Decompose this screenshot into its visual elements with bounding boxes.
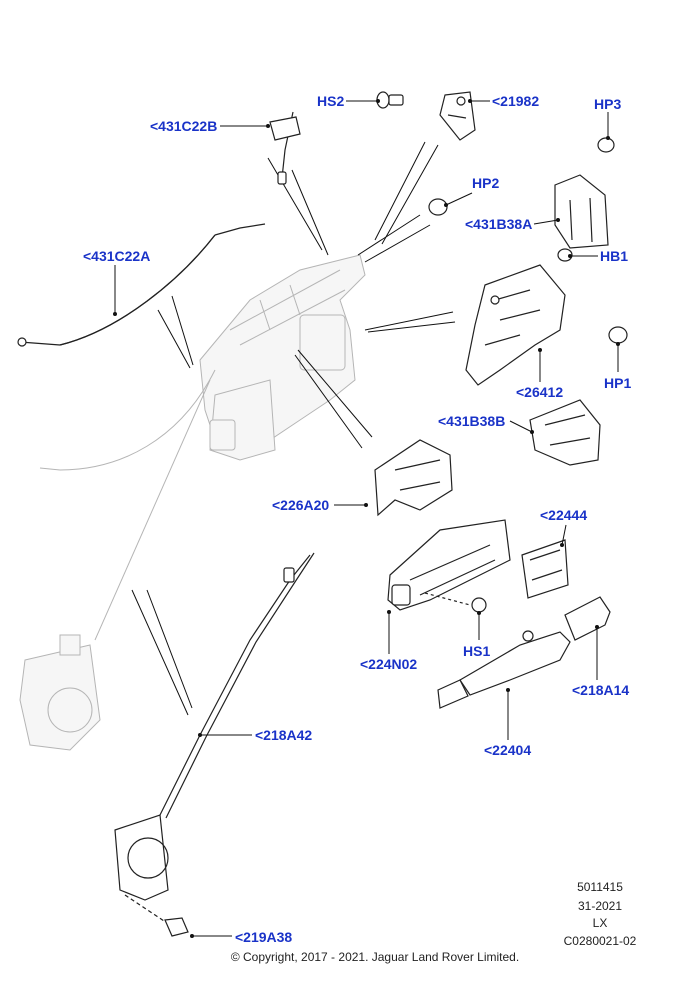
meta-code: C0280021-02 xyxy=(563,934,637,948)
callout-26412[interactable]: <26412 xyxy=(516,384,563,400)
plug-hp1 xyxy=(608,326,628,344)
handle-22404 xyxy=(437,630,571,709)
callout-hp2[interactable]: HP2 xyxy=(472,175,499,191)
callout-hp3[interactable]: HP3 xyxy=(594,96,621,112)
meta-number: 5011415 xyxy=(577,880,623,894)
callout-22444[interactable]: <22444 xyxy=(540,507,587,523)
meta-model: LX xyxy=(592,916,608,930)
cover-431b38b xyxy=(529,399,601,466)
endcap-218a14 xyxy=(564,596,611,641)
gasket-22444 xyxy=(521,539,569,599)
callout-218a14[interactable]: <218A14 xyxy=(572,682,629,698)
meta-date: 31-2021 xyxy=(577,899,623,913)
callout-431c22a[interactable]: <431C22A xyxy=(83,248,150,264)
screw-hs2 xyxy=(376,91,404,109)
callout-hs1[interactable]: HS1 xyxy=(463,643,490,659)
housing-26412 xyxy=(465,264,566,386)
callout-hs2[interactable]: HS2 xyxy=(317,93,344,109)
callout-labels: HS2 <21982 HP3 <431C22B HP2 <431B38A HB1… xyxy=(83,93,631,945)
callout-22404[interactable]: <22404 xyxy=(484,742,531,758)
callout-219a38[interactable]: <219A38 xyxy=(235,929,292,945)
sensor-431c22b xyxy=(269,111,301,185)
callout-431b38a[interactable]: <431B38A xyxy=(465,216,532,232)
cover-431b38a xyxy=(554,174,609,249)
callout-hb1[interactable]: HB1 xyxy=(600,248,628,264)
callout-431b38b[interactable]: <431B38B xyxy=(438,413,505,429)
cable-218a42 xyxy=(159,552,315,819)
callout-431c22b[interactable]: <431C22B xyxy=(150,118,217,134)
callout-218a42[interactable]: <218A42 xyxy=(255,727,312,743)
callout-leaders xyxy=(113,99,620,938)
latch-219a38 xyxy=(114,814,189,937)
ghost-cable-loop xyxy=(39,369,216,641)
callout-21982[interactable]: <21982 xyxy=(492,93,539,109)
plug-hp2 xyxy=(428,198,448,216)
carrier-224n02 xyxy=(387,519,511,611)
plug-hp3 xyxy=(597,137,615,153)
bracket-226a20 xyxy=(374,439,453,517)
callout-hp1[interactable]: HP1 xyxy=(604,375,631,391)
cable-431c22a xyxy=(17,223,266,347)
ghost-latch xyxy=(19,634,101,751)
ghost-door-frame xyxy=(199,254,366,461)
leader-triangles xyxy=(131,141,456,716)
copyright-notice: © Copyright, 2017 - 2021. Jaguar Land Ro… xyxy=(230,950,520,964)
striker-21982 xyxy=(439,91,476,141)
bolt-hb1 xyxy=(557,248,573,262)
callout-226a20[interactable]: <226A20 xyxy=(272,497,329,513)
callout-224n02[interactable]: <224N02 xyxy=(360,656,417,672)
